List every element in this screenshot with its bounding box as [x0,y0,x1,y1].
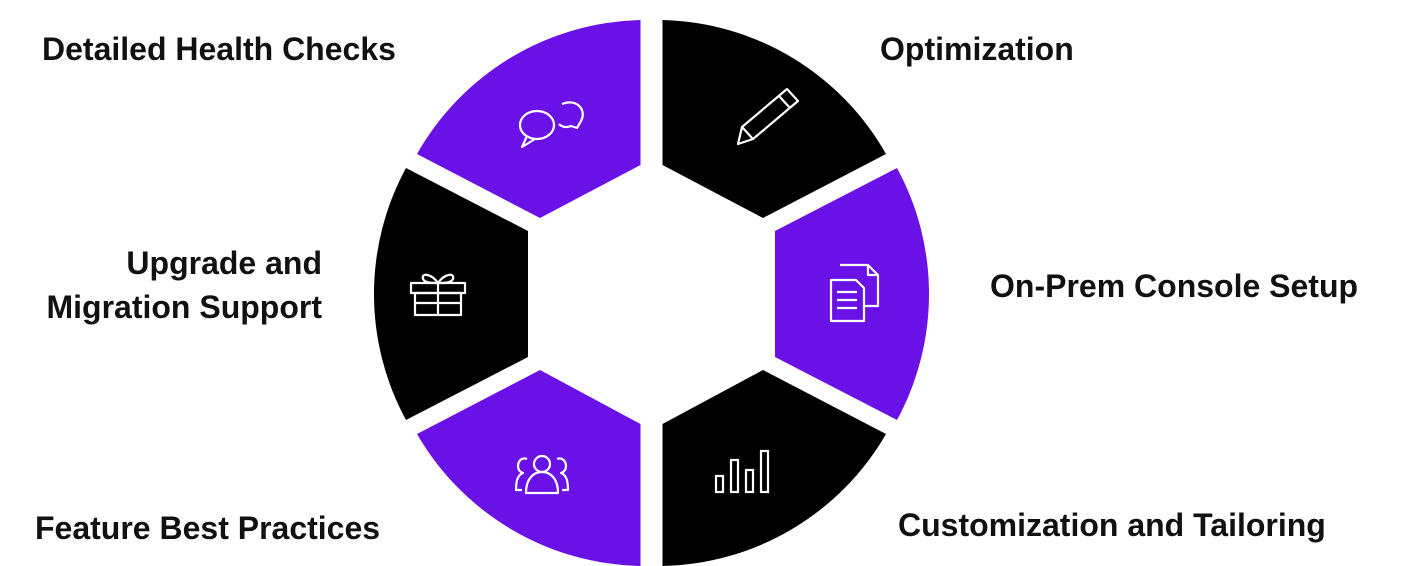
gift-box-icon [409,273,467,317]
chat-bubbles-icon [518,101,584,149]
segment-on-prem-console-setup [775,168,930,420]
label-on-prem-console-setup: On-Prem Console Setup [990,268,1359,304]
label-upgrade-and-migration-support: Upgrade and Migration Support [46,241,322,329]
segment-customization-and-tailoring [662,370,886,566]
label-feature-best-practices: Feature Best Practices [35,510,381,546]
segment-optimization [662,20,886,218]
label-upgrade-line-2: Migration Support [46,289,322,325]
label-customization-and-tailoring: Customization and Tailoring [898,507,1326,543]
pencil-icon [736,87,800,146]
users-group-icon [514,454,570,495]
segment-detailed-health-checks [417,20,641,218]
label-optimization: Optimization [880,31,1074,67]
label-detailed-health-checks: Detailed Health Checks [42,31,396,67]
segment-feature-best-practices [417,370,641,566]
documents-icon [829,263,880,323]
label-upgrade-line-1: Upgrade and [126,245,322,281]
bar-chart-icon [714,449,770,494]
